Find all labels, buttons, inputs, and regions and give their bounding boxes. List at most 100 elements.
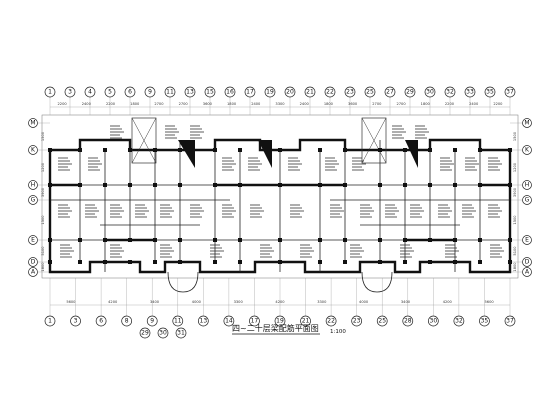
axis-bottom-label: 19: [276, 318, 284, 325]
dim-top: 3300: [275, 102, 285, 106]
column: [403, 148, 407, 152]
axis-top-1: 1: [44, 86, 56, 98]
column: [238, 148, 242, 152]
dim-left: 3900: [41, 187, 45, 197]
column: [343, 183, 347, 187]
column: [213, 238, 217, 242]
axis-top-21: 21: [304, 86, 316, 98]
column: [343, 238, 347, 242]
axis-top-27: 27: [384, 86, 396, 98]
axis-top-label: 29: [406, 89, 414, 96]
column: [278, 238, 282, 242]
dim-top: 1800: [227, 102, 237, 106]
dim-right: 1500: [513, 131, 517, 141]
column: [153, 238, 157, 242]
dim-left: 1800: [41, 262, 45, 272]
axis-top-19: 19: [264, 86, 276, 98]
column: [428, 148, 432, 152]
axis-left-M: M: [28, 118, 38, 128]
axis-left-label: K: [31, 147, 36, 154]
axis-left-label: D: [31, 259, 36, 266]
axis-bottom-label: 28: [404, 318, 412, 325]
column: [453, 183, 457, 187]
axis-left-label: E: [31, 237, 35, 244]
dim-right: 1800: [513, 262, 517, 272]
dim-left: 1500: [41, 215, 45, 225]
dim-top: 3600: [348, 102, 358, 106]
axis-left-label: H: [31, 182, 36, 189]
axis-top-16: 16: [224, 86, 236, 98]
axis-right-label: G: [525, 197, 530, 204]
column: [48, 260, 52, 264]
dim-top: 2400: [251, 102, 261, 106]
column: [343, 148, 347, 152]
column: [478, 238, 482, 242]
column: [508, 260, 512, 264]
column: [478, 183, 482, 187]
column: [343, 260, 347, 264]
dim-right: 3900: [513, 187, 517, 197]
column: [178, 238, 182, 242]
axis-top-label: 35: [486, 89, 494, 96]
dim-top: 1800: [421, 102, 431, 106]
axis-bottom-label: 13: [200, 318, 208, 325]
dim-bottom: 4200: [443, 300, 453, 304]
axis-gridlines: [38, 97, 522, 316]
column: [128, 183, 132, 187]
axis-top-23: 23: [344, 86, 356, 98]
dim-top: 2200: [493, 102, 503, 106]
axis-top-label: 33: [466, 89, 474, 96]
axis-right-D: D: [522, 257, 532, 267]
axis-top-11: 11: [164, 86, 176, 98]
dim-left: 1200: [41, 162, 45, 172]
dim-right: 5100: [513, 246, 517, 256]
axis-right-E: E: [522, 235, 532, 245]
axis-bottom-13: 13: [197, 315, 209, 327]
axis-right-G: G: [522, 195, 532, 205]
axis-right-H: H: [522, 180, 532, 190]
axis-top-25: 25: [364, 86, 376, 98]
column: [428, 260, 432, 264]
axis-bottom-25: 25: [376, 315, 388, 327]
axis-right-label: E: [525, 237, 529, 244]
axis-top-6: 6: [124, 86, 136, 98]
dim-bottom: 3400: [401, 300, 411, 304]
axis-bottom-21: 21: [300, 315, 311, 327]
column: [238, 260, 242, 264]
axis-bottom-label: 8: [125, 318, 129, 325]
dim-bottom: 3300: [234, 300, 244, 304]
axis-bottom-22: 22: [325, 315, 337, 327]
dim-bottom: 4000: [359, 300, 369, 304]
dim-top: 2200: [106, 102, 116, 106]
dim-top: 2700: [154, 102, 164, 106]
axis-right-label: K: [525, 147, 530, 154]
axis-bottom-35: 35: [479, 315, 490, 327]
axis-top-label: 37: [506, 89, 514, 96]
dim-top: 2700: [396, 102, 406, 106]
column: [403, 183, 407, 187]
axis-left-D: D: [28, 257, 38, 267]
column: [178, 260, 182, 264]
axis-top-29: 29: [404, 86, 416, 98]
axis-top-35: 35: [484, 86, 496, 98]
column: [278, 183, 282, 187]
axis-top-label: 30: [426, 89, 434, 96]
axis-bottom-label: 22: [327, 318, 335, 325]
axis-top-label: 25: [366, 89, 374, 96]
axis-bottom-label: 25: [378, 318, 386, 325]
axis-bottom-extra-label: 29: [141, 330, 149, 337]
drawing-title: 四~二十层梁配筋平面图: [232, 323, 319, 333]
column: [78, 148, 82, 152]
column: [378, 238, 382, 242]
column: [403, 238, 407, 242]
dim-bottom: 4200: [275, 300, 285, 304]
dim-top: 2700: [179, 102, 189, 106]
drawing-title-block: 四~二十层梁配筋平面图 1:100: [232, 323, 346, 335]
column: [103, 260, 107, 264]
column: [428, 183, 432, 187]
column: [238, 183, 242, 187]
axis-top-label: 22: [326, 89, 334, 96]
